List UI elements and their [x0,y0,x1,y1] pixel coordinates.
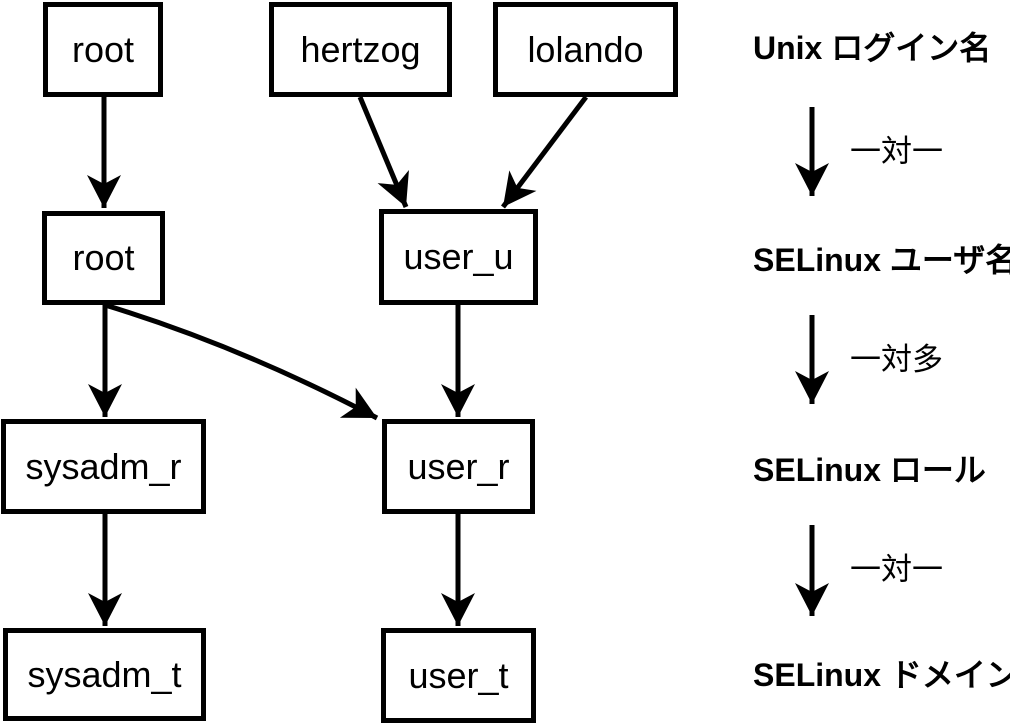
node-sysadm-r-label: sysadm_r [25,445,182,487]
node-user-r-label: user_r [407,445,510,487]
node-sysadm-r: sysadm_r [1,419,206,514]
edge-root-selinux-to-user-r [104,302,379,421]
node-hertzog-label: hertzog [300,28,421,70]
node-user-u-label: user_u [403,236,514,277]
node-user-t: user_t [381,628,536,723]
legend-level-unix-login: Unix ログイン名 [753,30,992,66]
node-sysadm-t: sysadm_t [3,628,206,721]
legend-relation-one-to-one-2: 一対一 [850,552,943,587]
legend-level-selinux-domain: SELinux ドメイン [753,657,1010,693]
edge-lolando-to-user-u [501,95,588,209]
node-root-selinux-label: root [72,237,135,278]
node-lolando: lolando [493,2,678,97]
node-user-r: user_r [382,419,535,514]
node-sysadm-t-label: sysadm_t [27,653,182,695]
edge-hertzog-to-user-u [357,96,409,208]
legend-level-selinux-user: SELinux ユーザ名 [753,242,1010,278]
legend-relation-one-to-one-1: 一対一 [850,134,943,169]
legend-level-selinux-role: SELinux ロール [753,452,986,488]
node-root-unix: root [43,2,163,97]
node-user-u: user_u [379,209,538,305]
node-user-t-label: user_t [408,654,509,696]
node-root-selinux: root [42,211,165,305]
node-hertzog: hertzog [269,2,452,97]
legend-relation-one-to-many: 一対多 [850,342,943,377]
node-lolando-label: lolando [527,28,644,70]
node-root-unix-label: root [71,28,135,70]
